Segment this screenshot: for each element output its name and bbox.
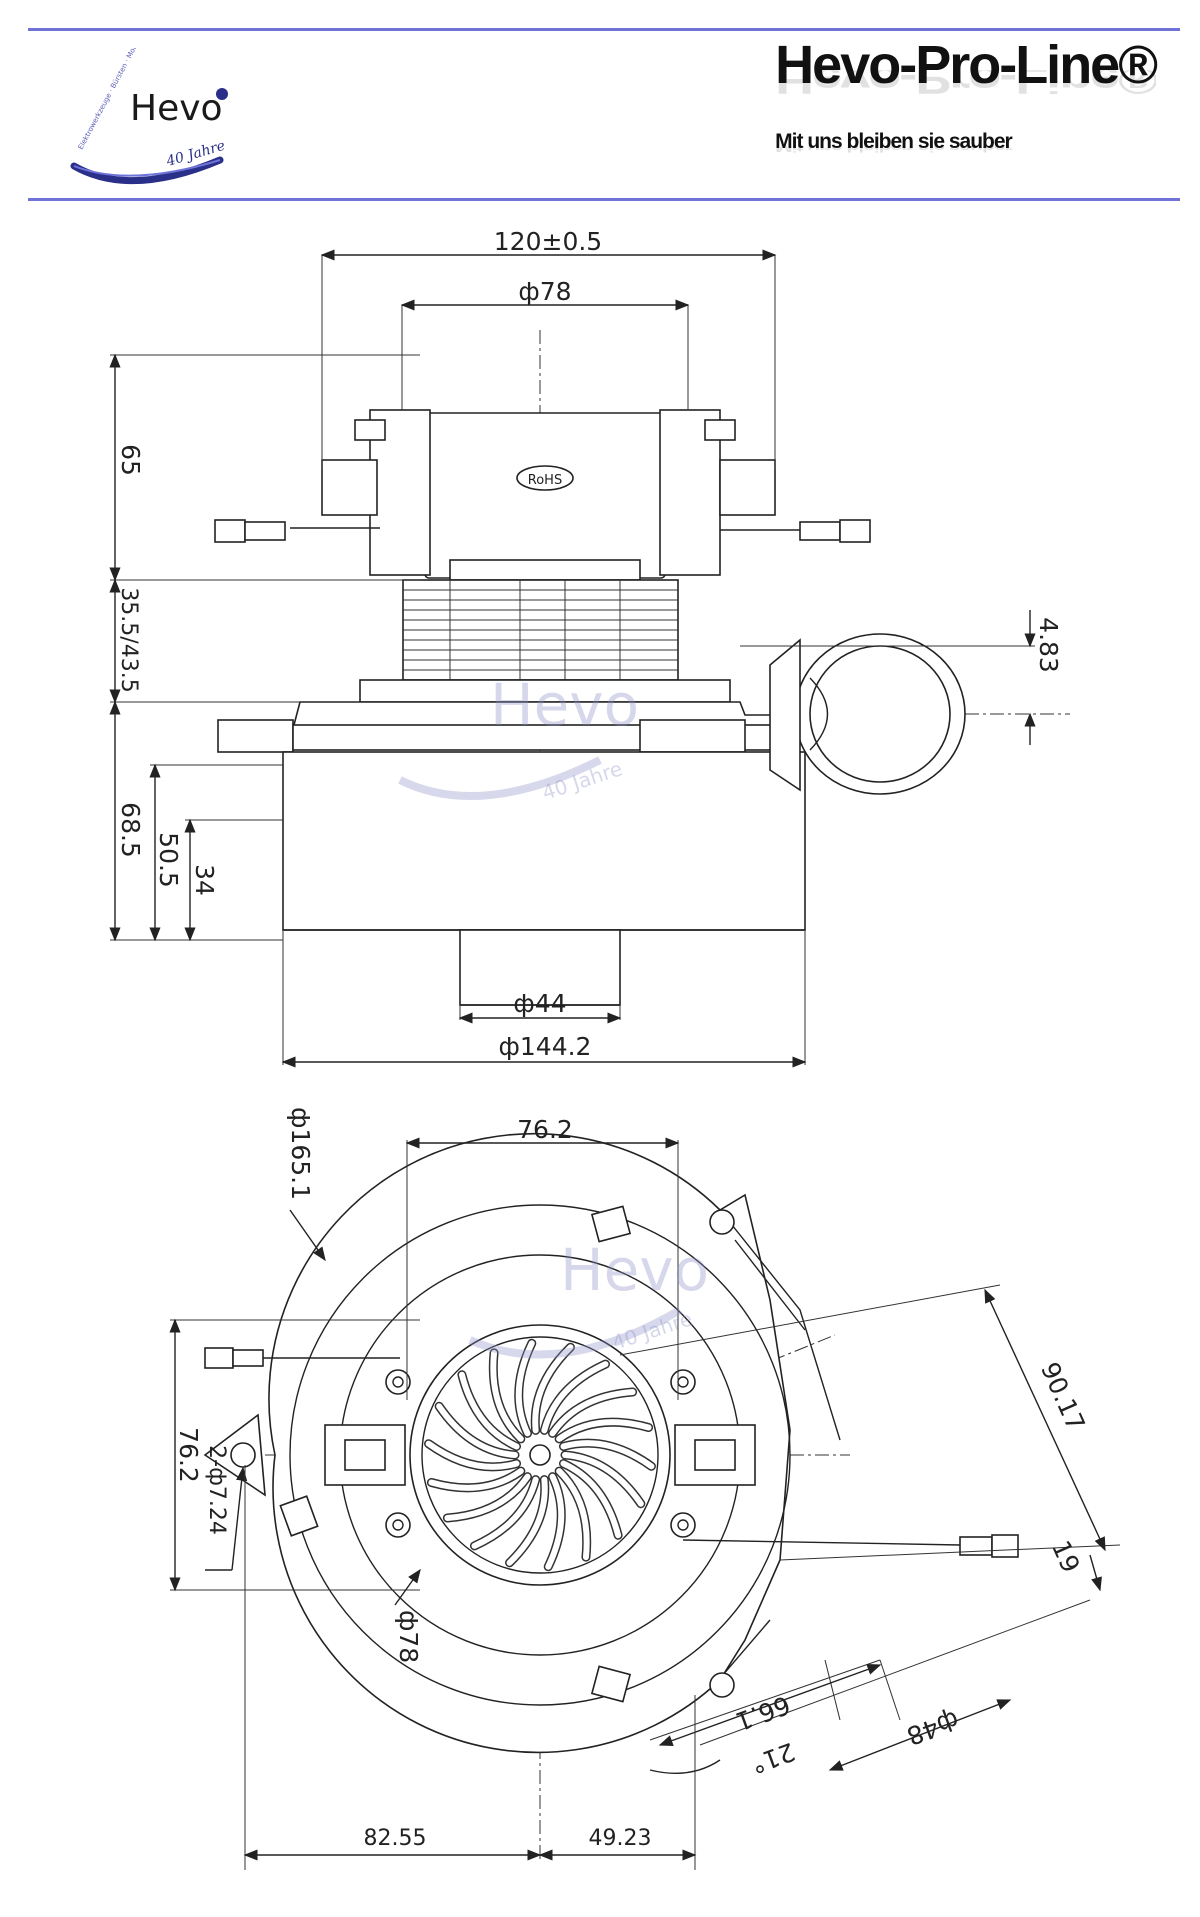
dim-diag-length: 90.17: [1035, 1358, 1091, 1435]
dim-left-height: 76.2: [174, 1427, 203, 1483]
logo-hevo-text: Hevo: [130, 88, 223, 129]
rohs-label: RoHS: [528, 473, 562, 488]
dim-height-mid: 50.5: [154, 832, 183, 888]
header-bottom-rule: [28, 198, 1180, 201]
fan-blade-inner: [458, 1371, 520, 1450]
fan-blade-inner: [532, 1344, 574, 1434]
fan-blade-inner: [425, 1440, 520, 1470]
watermark-side: Hevo 40 Jahre: [398, 671, 639, 805]
fan-blade-inner: [471, 1476, 539, 1549]
dim-outlet-diameter-top: ф48: [903, 1705, 963, 1750]
fan-blade-inner: [562, 1452, 644, 1507]
dim-height-top: 65: [116, 444, 145, 476]
logo-dot-icon: [216, 88, 228, 100]
brand-title: Hevo-Pro-Line®: [775, 35, 1158, 95]
dim-height-low: 34: [190, 864, 219, 896]
dim-offset: 4.83: [1034, 617, 1063, 673]
dim-bottom-left: 82.55: [364, 1826, 427, 1851]
dim-inner-diameter: ф78: [394, 1610, 423, 1663]
top-view: 76.2 ф165.1 76.2 2-ф7.24 ф78 90.17 19 66…: [169, 1107, 1121, 1870]
fan-blade-inner: [560, 1440, 655, 1470]
dim-diag-spacing: 66.1: [732, 1690, 794, 1736]
dim-holes: 2-ф7.24: [204, 1445, 229, 1535]
watermark-text: Hevo: [490, 671, 639, 739]
dim-height-stack: 35.5/43.5: [116, 587, 141, 692]
page-header: Elektrowerkzeuge · Bürsten · Motoren Hev…: [0, 0, 1200, 210]
dim-outlet-diameter: ф44: [513, 989, 566, 1018]
dim-angle: 21°: [747, 1737, 799, 1779]
dim-height-lower: 68.5: [116, 802, 145, 858]
dim-top-diameter: ф78: [518, 277, 571, 306]
fan-blade-inner: [549, 1389, 636, 1437]
fan-blade-inner: [560, 1460, 622, 1539]
dim-housing-diameter: ф165.1: [286, 1107, 315, 1200]
brand-block: Hevo-Pro-Line® Hevo-Pro-Line® Mit uns bl…: [775, 35, 1158, 168]
fan-blade-inner: [556, 1419, 652, 1442]
fan-blade-inner: [556, 1468, 590, 1561]
header-top-rule: [28, 28, 1180, 31]
fan-blade-inner: [515, 1340, 535, 1437]
dim-diag-offset: 19: [1046, 1536, 1085, 1577]
fan-blade-inner: [428, 1468, 524, 1491]
side-view: RoHS 120±0.5 ф78 65 35.5/43.5 68.5 50.5 …: [109, 227, 1070, 1068]
dim-overall-width: 120±0.5: [494, 227, 602, 256]
dim-top-width: 76.2: [517, 1115, 573, 1144]
fan-blade-inner: [541, 1361, 609, 1434]
hevo-logo: Elektrowerkzeuge · Bürsten · Motoren Hev…: [70, 48, 228, 185]
fan-blade-inner: [545, 1473, 565, 1570]
fan-blade-inner: [436, 1403, 518, 1458]
brand-tagline: Mit uns bleiben sie sauber: [775, 130, 1013, 153]
fan-blade-inner: [444, 1473, 531, 1521]
fan-blade-inner: [490, 1349, 524, 1442]
dim-base-diameter: ф144.2: [499, 1032, 592, 1061]
dim-bottom-right: 49.23: [589, 1826, 652, 1851]
watermark-text-2: Hevo: [560, 1236, 709, 1304]
fan-blade-inner: [506, 1476, 548, 1566]
